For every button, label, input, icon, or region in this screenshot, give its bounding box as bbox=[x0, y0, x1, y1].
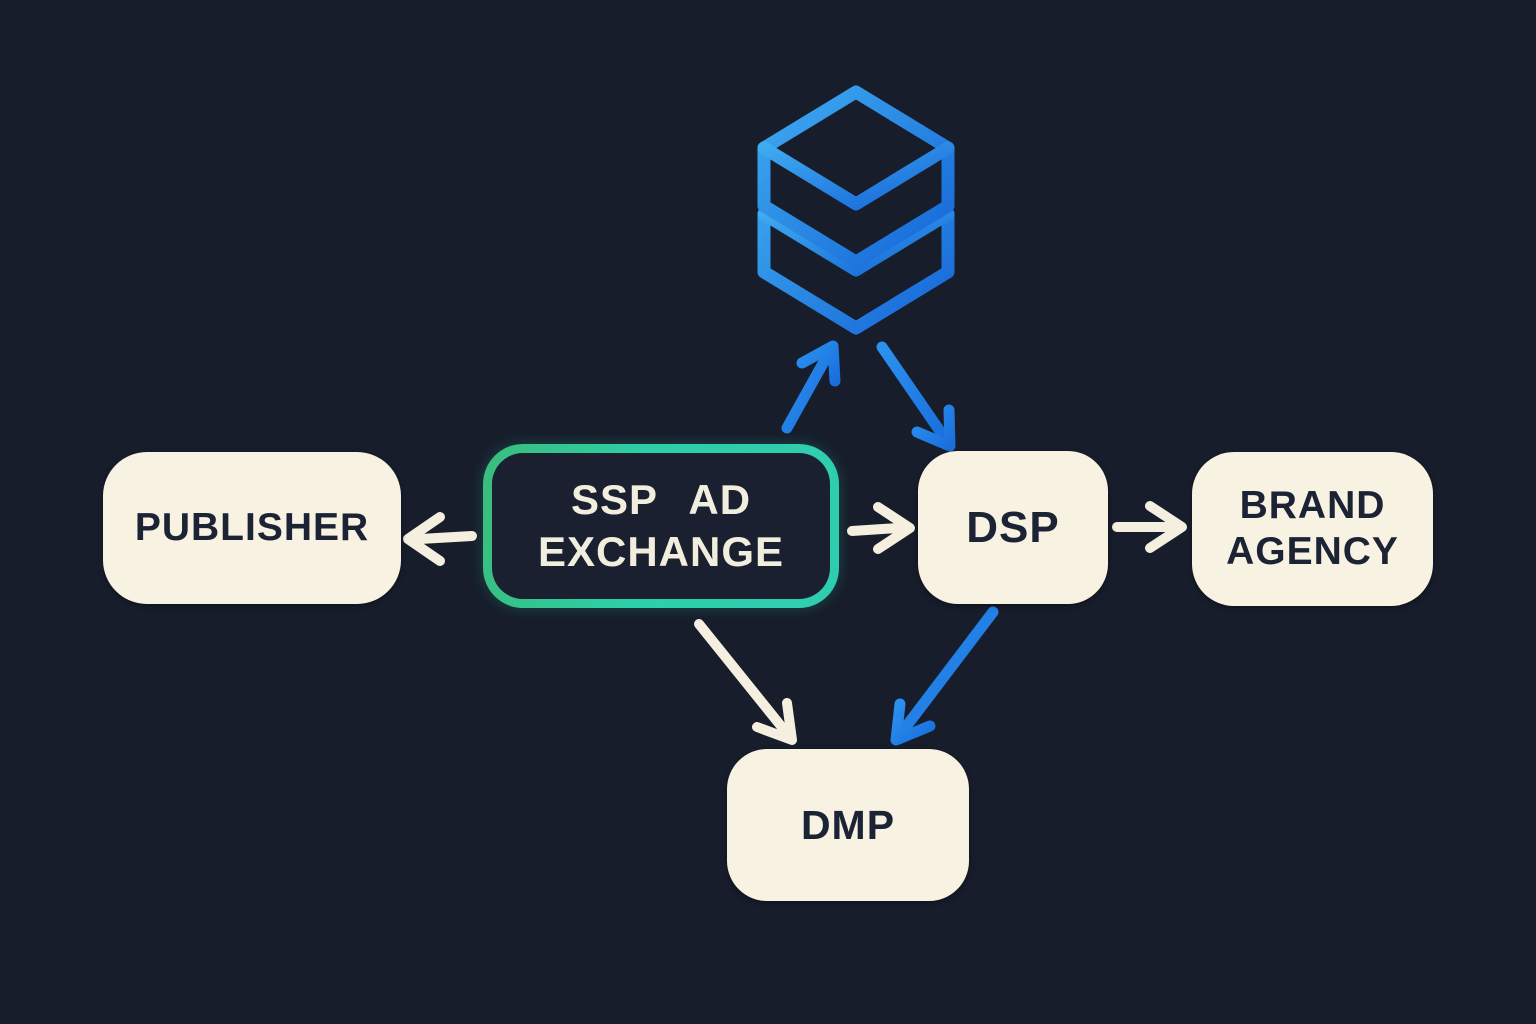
arrow-ssp-to-dmp bbox=[694, 619, 797, 745]
brand-agency-label-line1: BRAND bbox=[1239, 484, 1386, 527]
node-dsp: DSP bbox=[918, 451, 1108, 604]
ssp-ad-exchange-box: SSP AD EXCHANGE bbox=[492, 453, 830, 599]
node-publisher: PUBLISHER bbox=[103, 452, 401, 604]
publisher-label: PUBLISHER bbox=[134, 506, 370, 549]
ssp-label-line2: EXCHANGE bbox=[537, 528, 785, 575]
brand-agency-label-line2: AGENCY bbox=[1226, 530, 1399, 573]
arrow-ssp-to-dsp bbox=[847, 502, 915, 554]
stacked-blocks-upper-slab bbox=[757, 85, 955, 269]
ssp-label-line1: SSP AD bbox=[570, 476, 752, 523]
arrow-ssp-to-data-stack bbox=[781, 340, 841, 434]
node-ssp-ad-exchange: SSP AD EXCHANGE bbox=[483, 444, 839, 608]
dsp-label: DSP bbox=[966, 502, 1060, 552]
dmp-label: DMP bbox=[800, 801, 896, 848]
arrow-data-stack-to-dsp bbox=[876, 341, 956, 452]
arrow-dsp-to-dmp bbox=[890, 606, 999, 746]
arrow-dsp-to-brand-agency bbox=[1112, 501, 1187, 553]
stacked-blocks-icon bbox=[757, 85, 955, 335]
node-dmp: DMP bbox=[727, 749, 969, 901]
arrow-ssp-to-publisher bbox=[403, 512, 477, 566]
node-brand-agency: BRAND AGENCY bbox=[1192, 452, 1433, 606]
